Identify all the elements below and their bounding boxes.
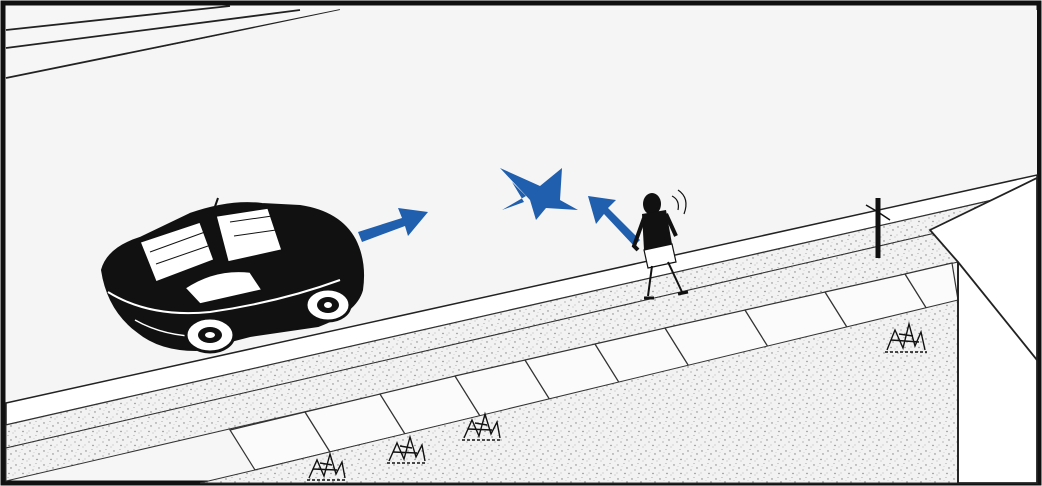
car-front-wheel: [306, 289, 350, 321]
car-rear-wheel: [186, 318, 234, 352]
